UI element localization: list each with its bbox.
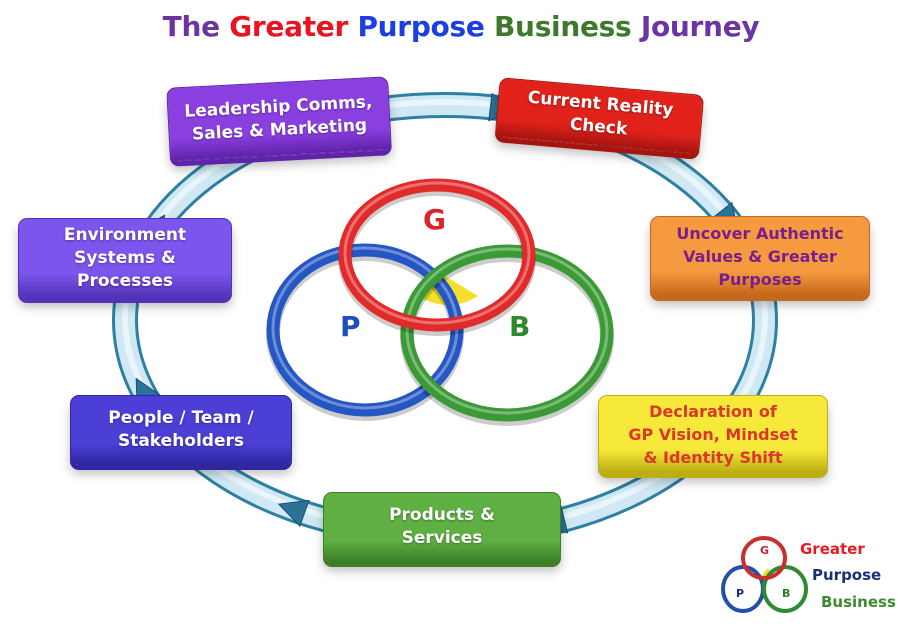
gpb-logo: [718, 526, 916, 632]
step-label: Declaration of GP Vision, Mindset & Iden…: [628, 401, 798, 467]
step-uncover-values: Uncover Authentic Values & Greater Purpo…: [650, 216, 870, 296]
step-leadership-comms: Leadership Comms, Sales & Marketing: [166, 76, 392, 162]
venn-letter-b: B: [509, 310, 531, 343]
step-label: People / Team / Stakeholders: [108, 408, 254, 451]
logo-word-business: Business: [821, 593, 896, 611]
step-label: Current Reality Check: [526, 87, 675, 140]
venn-letter-p: P: [340, 310, 361, 343]
title-word-business: Business: [494, 10, 641, 43]
step-label: Products & Services: [389, 505, 495, 548]
logo-ring-g: [741, 536, 787, 580]
venn-ring-g: [338, 178, 536, 332]
direction-arrow-icon: [277, 499, 310, 528]
logo-word-purpose: Purpose: [812, 566, 882, 584]
title-word-greater: Greater: [229, 10, 358, 43]
logo-letter-g: G: [760, 544, 770, 557]
venn-ring-b-highlight: [405, 247, 609, 415]
logo-letter-b: B: [782, 587, 791, 600]
step-label: Uncover Authentic Values & Greater Purpo…: [676, 223, 844, 289]
title-word-the: The: [162, 10, 230, 43]
venn-ring-b: [400, 244, 614, 422]
step-label: Environment Systems & Processes: [63, 224, 187, 291]
logo-word-greater: Greater: [800, 540, 865, 558]
venn-letter-g: G: [423, 203, 446, 236]
step-products-services: Products & Services: [323, 492, 561, 562]
step-environment-systems: Environment Systems & Processes: [18, 218, 232, 298]
step-label: Leadership Comms, Sales & Marketing: [183, 92, 373, 145]
diagram-title: The Greater Purpose Business Journey: [0, 10, 922, 43]
title-word-journey: Journey: [640, 10, 760, 43]
logo-letter-p: P: [736, 587, 745, 600]
title-word-purpose: Purpose: [357, 10, 495, 43]
gpb-venn-diagram: [266, 178, 614, 426]
venn-ring-g-highlight: [343, 181, 531, 325]
step-declaration-gp-vision: Declaration of GP Vision, Mindset & Iden…: [598, 395, 828, 473]
step-people-team: People / Team / Stakeholders: [70, 395, 292, 465]
